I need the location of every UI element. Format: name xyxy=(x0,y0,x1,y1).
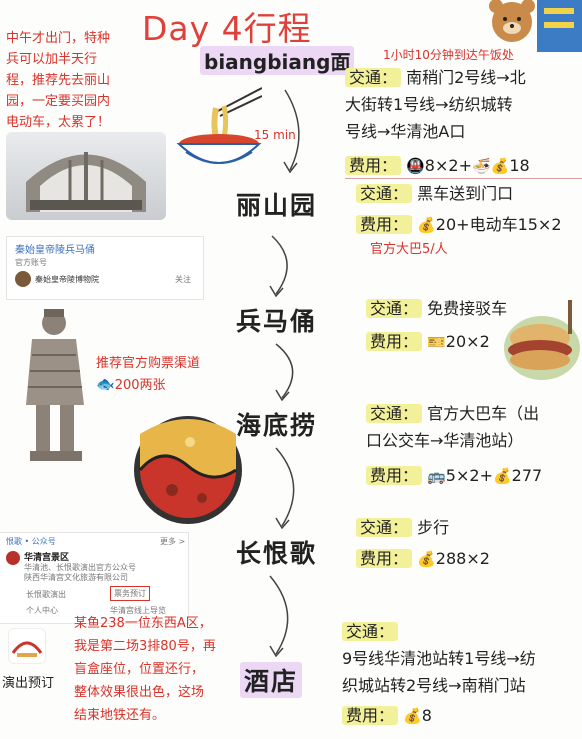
money-bag-icon: 💰 xyxy=(490,157,510,175)
arrow-4 xyxy=(275,447,295,527)
time-note: 1小时10分钟到达午饭处 xyxy=(383,48,514,62)
museum-official-card: 秦始皇帝陵兵马俑 官方账号 秦始皇帝陵博物院 关注 xyxy=(6,236,204,300)
show-booking-label: 演出预订 xyxy=(2,676,55,691)
more-link[interactable]: 更多 > xyxy=(160,537,186,546)
roujiamo-image xyxy=(500,298,580,384)
account-logo xyxy=(6,551,20,565)
arrow-2 xyxy=(271,235,288,295)
stop-changhenge-title: 长恨歌 xyxy=(236,539,318,568)
hotpot-image xyxy=(132,414,244,526)
wechat-account-card: 恨歌 • 公众号 更多 > 华清宫景区 华清池、长恨歌演出官方公众号 陕西华清宫… xyxy=(0,532,189,624)
price-note: 🐟200两张 xyxy=(96,375,166,393)
arrow-1-head xyxy=(283,161,298,174)
ticket-icon: 🎫 xyxy=(427,333,446,351)
terracotta-warrior-image xyxy=(14,305,96,465)
s4-cost-row: 费用： 🚌5×2+💰277 xyxy=(366,462,542,490)
menu-show[interactable]: 长恨歌演出 xyxy=(26,590,66,599)
noodle-icon: 🍜 xyxy=(471,157,491,175)
museum-sign-photo xyxy=(6,132,166,220)
s2-cost-row: 费用： 💰20+电动车15×2 xyxy=(356,211,562,239)
s6-traffic-block: 交通： 9号线华清池站转1号线→纺 织城站转2号线→南稍门站 xyxy=(342,622,536,695)
s1-traffic-block: 交通： 南稍门2号线→北 大街转1号线→纺织城转 号线→华清池A口 xyxy=(345,68,526,141)
avatar xyxy=(15,271,31,287)
s2-traffic-row: 交通： 黑车送到门口 xyxy=(356,180,513,207)
menu-ticket[interactable]: 票务预订 xyxy=(110,586,150,601)
changhenge-logo xyxy=(8,628,46,664)
stop-haidilao-title: 海底捞 xyxy=(236,411,318,440)
page-title: Day 4行程 xyxy=(142,9,312,48)
noodle-bowl-image xyxy=(176,82,263,174)
account-company: 陕西华清宫文化旅游有限公司 xyxy=(24,573,128,582)
intro-note: 中午才出门，特种 兵可以加半天行 程，推荐先去丽山 园，一定要买园内 电动车，太… xyxy=(6,31,111,130)
money-bag-icon: 💰 xyxy=(417,216,436,234)
card-sub: 官方账号 xyxy=(15,258,47,267)
menu-personal[interactable]: 个人中心 xyxy=(26,606,58,615)
account-desc: 华清池、长恨歌演出官方公众号 xyxy=(24,563,136,572)
account-name: 华清宫景区 xyxy=(24,553,70,563)
arrow-3-head xyxy=(275,389,290,402)
s6-cost-row: 费用： 💰8 xyxy=(342,702,432,730)
bus-note: 官方大巴5/人 xyxy=(370,242,448,257)
arrow-5 xyxy=(269,575,289,655)
money-bag-icon: 💰 xyxy=(492,467,512,485)
arrow-3 xyxy=(275,343,294,399)
s1-cost-row: 费用： 🚇8×2+🍜💰18 xyxy=(345,152,530,180)
divider xyxy=(345,178,582,179)
follow-button[interactable]: 关注 xyxy=(175,275,191,284)
card-title: 秦始皇帝陵兵马俑 xyxy=(15,245,95,256)
arrow-5-head xyxy=(269,645,284,658)
arrow-2-head xyxy=(269,285,284,298)
cost-label: 费用： xyxy=(345,156,402,175)
s3-cost-row: 费用： 🎫20×2 xyxy=(366,328,490,356)
s4-traffic-block: 交通： 官方大巴车（出 口公交车→华清池站） xyxy=(366,404,540,450)
stop-terracotta-title: 兵马俑 xyxy=(236,307,318,336)
duration-label: 15 min xyxy=(254,128,296,142)
s5-cost-row: 费用： 💰288×2 xyxy=(356,545,490,573)
ticket-recommend-note: 推荐官方购票渠道 xyxy=(96,356,201,371)
traffic-label: 交通： xyxy=(345,68,402,87)
bear-decoration xyxy=(482,0,582,52)
s3-traffic-row: 交通： 免费接驳车 xyxy=(366,295,507,322)
stop-biangbiang-title: biangbiang面 xyxy=(200,46,355,75)
money-bag-icon: 💰 xyxy=(403,707,422,725)
arrow-4-head xyxy=(275,517,290,530)
s5-traffic-row: 交通： 步行 xyxy=(356,514,449,541)
back-link[interactable]: 恨歌 • 公众号 xyxy=(6,537,56,546)
stop-hotel-title: 酒店 xyxy=(240,662,303,698)
card-org: 秦始皇帝陵博物院 xyxy=(35,275,99,284)
bus-icon: 🚌 xyxy=(427,467,446,485)
fish-icon: 🐟 xyxy=(96,375,115,393)
stop-lishan-title: 丽山园 xyxy=(236,191,318,220)
show-note: 某鱼238一位东西A区， 我是第二场3排80号，再 盲盒座位，位置还行， 整体效… xyxy=(74,616,216,723)
money-bag-icon: 💰 xyxy=(417,550,436,568)
metro-icon: 🚇 xyxy=(406,157,425,175)
menu-guide[interactable]: 华清宫线上导览 xyxy=(110,606,166,615)
